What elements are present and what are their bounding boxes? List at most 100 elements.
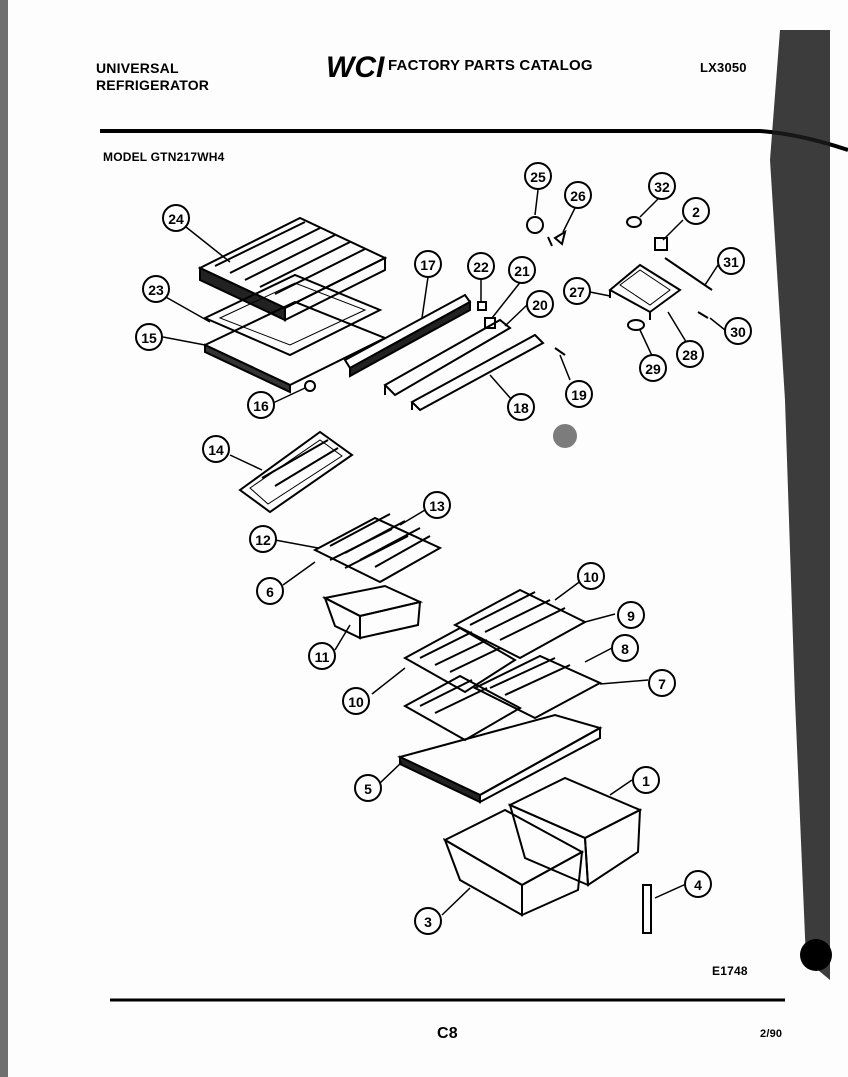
callout-number: 5 <box>364 781 372 797</box>
part-rail-18 <box>410 333 545 412</box>
callout-circle <box>611 634 639 662</box>
part-rod <box>642 884 652 934</box>
callout-circle <box>563 277 591 305</box>
brand-line-1: UNIVERSAL <box>96 60 179 76</box>
callout-6: 6 <box>256 577 284 605</box>
callout-number: 14 <box>208 442 224 458</box>
header-rule <box>100 129 848 152</box>
catalog-code: LX3050 <box>700 60 747 75</box>
callout-number: 27 <box>569 284 585 300</box>
callout-number: 22 <box>473 259 489 275</box>
callout-14: 14 <box>202 435 230 463</box>
callout-number: 2 <box>692 204 700 220</box>
brand-line-2: REFRIGERATOR <box>96 77 210 93</box>
callout-number: 16 <box>253 398 269 414</box>
callout-32: 32 <box>648 172 676 200</box>
callout-circle <box>565 380 593 408</box>
callout-8: 8 <box>611 634 639 662</box>
leader-lines <box>162 189 726 916</box>
model-label: MODEL GTN217WH4 <box>103 150 225 164</box>
callout-circle <box>682 197 710 225</box>
callout-circle <box>676 340 704 368</box>
callout-circle <box>524 162 552 190</box>
callout-26: 26 <box>564 181 592 209</box>
callout-circle <box>423 491 451 519</box>
callout-number: 29 <box>645 361 661 377</box>
callout-number: 4 <box>694 877 702 893</box>
part-19 <box>554 347 566 356</box>
part-shelf-upper-left <box>402 626 517 694</box>
callout-circle <box>467 252 495 280</box>
part-control-housing <box>608 263 682 320</box>
part-rail-17 <box>343 293 472 378</box>
page-number: C8 <box>437 1025 458 1042</box>
part-crisper-cover-glass <box>397 713 603 804</box>
brand-name: UNIVERSAL REFRIGERATOR <box>96 60 209 94</box>
part-29 <box>627 319 645 331</box>
catalog-title: FACTORY PARTS CATALOG <box>388 57 593 74</box>
callout-17: 17 <box>414 250 442 278</box>
part-meat-pan <box>321 584 424 640</box>
callout-number: 6 <box>266 584 274 600</box>
callout-circle <box>142 275 170 303</box>
callout-13: 13 <box>423 491 451 519</box>
callout-circle <box>617 601 645 629</box>
callout-circle <box>162 204 190 232</box>
callout-circle <box>354 774 382 802</box>
callout-number: 15 <box>141 330 157 346</box>
callout-circle <box>308 642 336 670</box>
part-31 <box>664 257 713 291</box>
callout-circle <box>564 181 592 209</box>
callout-circle <box>717 247 745 275</box>
callout-10: 10 <box>577 562 605 590</box>
callout-number: 28 <box>682 347 698 363</box>
callout-circle <box>256 577 284 605</box>
part-30 <box>697 311 709 319</box>
part-2 <box>654 237 668 251</box>
part-32 <box>626 216 642 228</box>
callout-circle <box>639 354 667 382</box>
callout-number: 24 <box>168 211 184 227</box>
part-rail-20 <box>383 318 512 397</box>
revision-date: 2/90 <box>760 1028 783 1040</box>
callout-2: 2 <box>682 197 710 225</box>
callout-number: 19 <box>571 387 587 403</box>
callout-number: 17 <box>420 257 436 273</box>
part-crisper-pan-left <box>442 808 585 917</box>
part-crisper-cover <box>197 216 388 322</box>
part-shelf-lower-left <box>402 674 523 742</box>
callout-10: 10 <box>342 687 370 715</box>
part-26 <box>553 229 567 246</box>
callout-circle <box>684 870 712 898</box>
callout-circle <box>202 435 230 463</box>
callout-circle <box>632 766 660 794</box>
callout-circle <box>724 317 752 345</box>
callout-23: 23 <box>142 275 170 303</box>
callout-number: 13 <box>429 498 445 514</box>
callout-circle <box>342 687 370 715</box>
callout-number: 30 <box>730 324 746 340</box>
callout-number: 32 <box>654 179 670 195</box>
callout-15: 15 <box>135 323 163 351</box>
diagram-code: E1748 <box>712 964 748 978</box>
callout-number: 31 <box>723 254 739 270</box>
callout-number: 3 <box>424 914 432 930</box>
callout-number: 25 <box>530 169 546 185</box>
parts-group <box>162 189 726 934</box>
callout-number: 7 <box>658 676 666 692</box>
callout-21: 21 <box>508 256 536 284</box>
part-22 <box>477 301 487 311</box>
part-25 <box>526 216 544 234</box>
callout-circle <box>526 290 554 318</box>
callout-22: 22 <box>467 252 495 280</box>
part-shelf-lower-right <box>472 654 603 720</box>
callout-7: 7 <box>648 669 676 697</box>
callout-circle <box>507 393 535 421</box>
callout-circle <box>414 250 442 278</box>
callout-25: 25 <box>524 162 552 190</box>
wci-logo: WCI <box>326 51 385 84</box>
logo-text: WCI <box>326 51 385 84</box>
callout-number: 12 <box>255 532 271 548</box>
